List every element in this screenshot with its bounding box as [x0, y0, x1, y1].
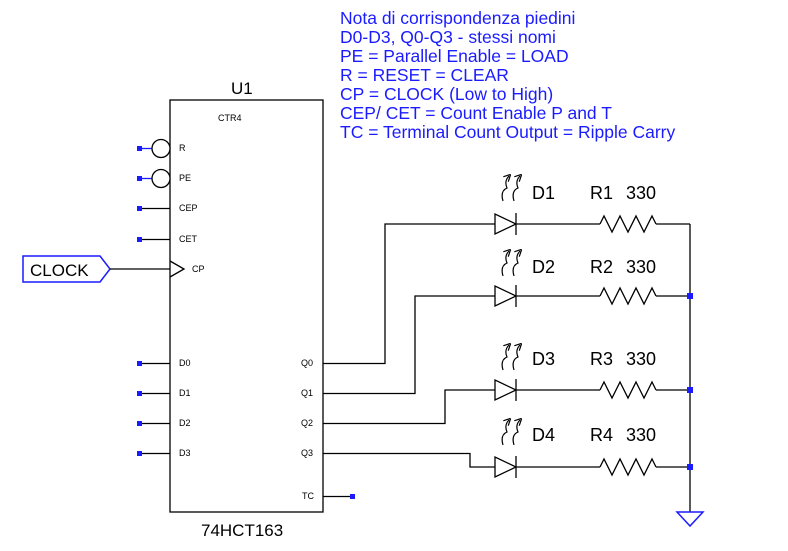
pin-q2-label: Q2: [301, 418, 313, 428]
resistor-r4[interactable]: R4 330: [590, 425, 657, 477]
pin-pe[interactable]: PE: [137, 168, 191, 189]
note-line-4: R = RESET = CLEAR: [340, 65, 509, 85]
chip-body: [169, 99, 324, 513]
pin-pe-label: PE: [179, 173, 191, 183]
resistor-r3-zigzag: [599, 380, 657, 400]
chip-part: 74HCT163: [201, 521, 283, 540]
wire-q1[interactable]: [323, 295, 495, 395]
pin-note: Nota di corrispondenza piedini D0-D3, Q0…: [340, 8, 675, 142]
wire-q0[interactable]: [323, 223, 495, 365]
pin-d1-label: D1: [179, 388, 191, 398]
ground-icon: [675, 511, 705, 528]
led-d3-ray-2: [512, 345, 520, 371]
led-d2-ray-2: [512, 251, 520, 277]
note-line-1: Nota di corrispondenza piedini: [340, 8, 575, 28]
led-d1-label: D1: [532, 183, 555, 203]
pin-d3-terminal[interactable]: [137, 451, 142, 456]
led-d4-label: D4: [532, 425, 555, 445]
pin-d1-terminal[interactable]: [137, 391, 142, 396]
resistor-r1-value: 330: [626, 183, 656, 203]
pin-cep[interactable]: CEP: [137, 203, 198, 213]
led-d1-triangle: [494, 212, 518, 236]
led-d3-triangle: [494, 378, 518, 402]
pin-d0-terminal[interactable]: [137, 361, 142, 366]
resistor-r4-label: R4: [590, 425, 613, 445]
note-line-6: CEP/ CET = Count Enable P and T: [340, 103, 612, 123]
resistor-r2-label: R2: [590, 257, 613, 277]
led-d3[interactable]: D3: [494, 345, 555, 402]
pin-r-bubble: [151, 138, 171, 159]
led-d3-ray-1: [501, 345, 509, 371]
led-d4-ray-1: [501, 420, 509, 446]
led-d2-label: D2: [532, 257, 555, 277]
wire-q3[interactable]: [323, 452, 495, 468]
resistor-r1-zigzag: [599, 214, 657, 234]
resistor-r4-value: 330: [626, 425, 656, 445]
junction-r2: [687, 293, 693, 299]
pin-cp-label: CP: [192, 264, 205, 274]
pin-d0[interactable]: D0: [137, 358, 191, 368]
pin-pe-terminal[interactable]: [137, 176, 142, 181]
pin-d3[interactable]: D3: [137, 448, 191, 458]
pin-d3-label: D3: [179, 448, 191, 458]
chip-type: CTR4: [218, 113, 242, 123]
pin-r[interactable]: R: [137, 138, 186, 159]
led-d1-ray-2: [512, 176, 520, 202]
note-line-3: PE = Parallel Enable = LOAD: [340, 46, 569, 66]
pin-q1-label: Q1: [301, 388, 313, 398]
junction-r4: [687, 464, 693, 470]
pin-cet-terminal[interactable]: [137, 237, 142, 242]
chip-u1[interactable]: U1 CTR4 74HCT163: [169, 79, 324, 540]
clock-port[interactable]: [22, 255, 111, 283]
led-d3-label: D3: [532, 349, 555, 369]
chip-ref: U1: [231, 79, 253, 98]
resistor-r4-zigzag: [599, 457, 657, 477]
resistor-r1-label: R1: [590, 183, 613, 203]
led-d4-triangle: [494, 455, 518, 479]
clock-input[interactable]: CLOCK CP: [22, 255, 205, 283]
wire-q2[interactable]: [323, 389, 495, 425]
pin-pe-bubble: [151, 168, 171, 189]
pin-cep-terminal[interactable]: [137, 206, 142, 211]
note-line-2: D0-D3, Q0-Q3 - stessi nomi: [340, 27, 556, 47]
resistor-r1[interactable]: R1 330: [590, 183, 657, 234]
clock-label: CLOCK: [30, 261, 89, 280]
led-d1[interactable]: D1: [494, 176, 555, 236]
pin-d0-label: D0: [179, 358, 191, 368]
pin-tc-label: TC: [302, 491, 314, 501]
pin-cet[interactable]: CET: [137, 234, 198, 244]
pin-r-terminal[interactable]: [137, 146, 142, 151]
pin-d2-terminal[interactable]: [137, 421, 142, 426]
pin-d2-label: D2: [179, 418, 191, 428]
pin-q3-label: Q3: [301, 448, 313, 458]
pin-q0-label: Q0: [301, 358, 313, 368]
pin-tc-terminal[interactable]: [350, 494, 355, 499]
clock-edge-symbol: [169, 260, 186, 278]
resistor-r3[interactable]: R3 330: [590, 349, 657, 400]
led-d2[interactable]: D2: [494, 251, 555, 308]
led-d1-ray-1: [501, 176, 509, 202]
junction-r3: [687, 387, 693, 393]
led-d2-triangle: [494, 284, 518, 308]
led-d4-ray-2: [512, 420, 520, 446]
note-line-7: TC = Terminal Count Output = Ripple Carr…: [340, 122, 675, 142]
resistor-r3-value: 330: [626, 349, 656, 369]
pin-d1[interactable]: D1: [137, 388, 191, 398]
led-d4[interactable]: D4: [494, 420, 555, 479]
pin-cet-label: CET: [179, 234, 198, 244]
resistor-r3-label: R3: [590, 349, 613, 369]
pin-tc[interactable]: [323, 494, 355, 499]
pin-d2[interactable]: D2: [137, 418, 191, 428]
pin-r-label: R: [179, 143, 186, 153]
resistor-r2-zigzag: [599, 286, 657, 306]
resistor-r2[interactable]: R2 330: [590, 257, 657, 306]
led-d2-ray-1: [501, 251, 509, 277]
note-line-5: CP = CLOCK (Low to High): [340, 84, 553, 104]
resistor-r2-value: 330: [626, 257, 656, 277]
pin-cep-label: CEP: [179, 203, 198, 213]
